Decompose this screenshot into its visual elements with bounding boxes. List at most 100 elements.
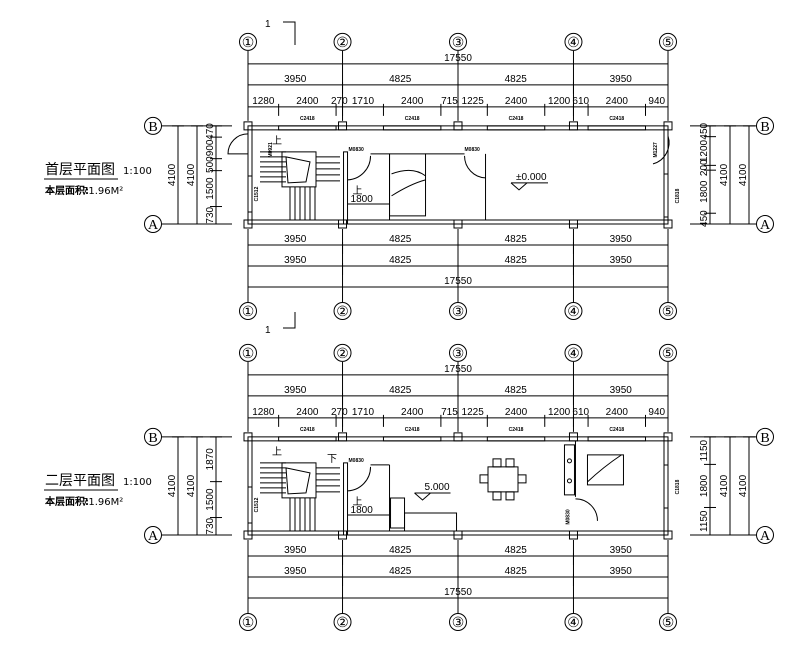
bed-sheet xyxy=(587,454,622,483)
axis-bubble-label: ④ xyxy=(567,347,580,362)
door-swing xyxy=(347,155,372,181)
dimension-label: 17550 xyxy=(444,276,472,287)
door-label: M0830 xyxy=(565,509,571,525)
axis-bubble-label: ⑤ xyxy=(662,305,675,320)
door-label: M0921 xyxy=(268,142,274,158)
column xyxy=(663,219,673,229)
dimension-label: 715 xyxy=(441,407,458,418)
dimension-label: 4825 xyxy=(389,545,412,556)
axis-bubble-label: ④ xyxy=(567,305,580,320)
elevation-marker xyxy=(510,182,528,191)
dimension-label: 1225 xyxy=(462,407,485,418)
dimension-label: 270 xyxy=(331,407,348,418)
dimension-label: 3950 xyxy=(284,234,307,245)
axis-bubble-circle xyxy=(659,302,677,320)
axis-bubble-circle xyxy=(333,302,352,320)
dimension-label: 3950 xyxy=(610,566,633,577)
dimension-label: 1200 xyxy=(699,139,710,162)
axis-bubble-label: ⑤ xyxy=(662,347,675,362)
window-label: C2418 xyxy=(300,427,315,433)
column xyxy=(243,219,253,229)
axis-bubble-circle xyxy=(659,32,677,51)
window-left xyxy=(247,486,253,524)
section-mark-line xyxy=(283,312,296,329)
dimension-label: 3950 xyxy=(610,234,633,245)
window-right xyxy=(663,464,669,509)
elevation-label: ±0.000 xyxy=(516,172,547,183)
dining-chair xyxy=(517,474,527,484)
dimension-label: 1710 xyxy=(352,407,375,418)
dimension-label: 1710 xyxy=(352,96,375,107)
window-label: C2418 xyxy=(405,427,420,433)
dimension-label: 2400 xyxy=(505,407,528,418)
dimension-label: 610 xyxy=(572,96,589,107)
dimension-label: 940 xyxy=(648,407,665,418)
sofa xyxy=(404,512,458,532)
window-label: C2418 xyxy=(609,427,624,433)
plan-scale: 1:100 xyxy=(123,166,152,177)
window-label: C1818 xyxy=(675,188,681,203)
axis-bubble-circle xyxy=(239,302,257,320)
stair-up-label: 上 xyxy=(272,135,282,147)
axis-bubble-label: ④ xyxy=(567,36,580,51)
dining-chair xyxy=(492,491,502,501)
dimension-label: 4825 xyxy=(505,255,528,266)
dimension-label: 715 xyxy=(441,96,458,107)
dining-chair xyxy=(505,458,515,468)
axis-bubble-circle xyxy=(144,427,162,446)
dimension-label: 4825 xyxy=(505,385,528,396)
dimension-label: 500 xyxy=(205,156,216,173)
axis-bubble-circle xyxy=(564,32,583,51)
dimension-label: 2400 xyxy=(296,407,319,418)
elevation-label: 5.000 xyxy=(425,482,450,493)
door-label: M0830 xyxy=(349,458,365,464)
axis-bubble-circle xyxy=(756,526,774,544)
axis-bubble-label: ② xyxy=(336,305,349,320)
axis-bubble-label: A xyxy=(760,529,771,544)
column xyxy=(338,121,348,131)
dimension-label: 4100 xyxy=(719,474,730,497)
window-label: C1818 xyxy=(675,479,681,494)
window-label: C1512 xyxy=(254,497,260,512)
dimension-label: 17550 xyxy=(444,53,472,64)
window xyxy=(278,125,337,131)
exterior-wall-outer xyxy=(247,125,669,225)
window-label: C2418 xyxy=(509,427,524,433)
axis-bubble-circle xyxy=(144,526,162,544)
section-mark-label: 1 xyxy=(265,325,271,336)
column xyxy=(568,530,578,540)
width-label: 1800 xyxy=(351,505,374,516)
width-label: 1800 xyxy=(351,194,374,205)
plan-title: 首层平面图 xyxy=(45,162,115,178)
dimension-label: 17550 xyxy=(444,587,472,598)
stair-down-label: 下 xyxy=(327,454,337,465)
bed-sheet xyxy=(391,169,426,197)
axis-bubble-circle xyxy=(756,215,774,233)
dimension-label: 4825 xyxy=(505,545,528,556)
stair-up-label: 上 xyxy=(272,446,282,458)
dimension-label: 4100 xyxy=(738,163,749,186)
window-label: C1512 xyxy=(254,186,260,201)
axis-bubble-label: ⑤ xyxy=(662,36,675,51)
dimension-label: 4825 xyxy=(389,255,412,266)
window xyxy=(587,436,647,442)
axis-bubble-circle xyxy=(449,302,467,320)
axis-bubble-label: ③ xyxy=(452,305,465,320)
dimension-label: 3950 xyxy=(284,545,307,556)
dimension-label: 1200 xyxy=(548,407,571,418)
dimension-label: 3950 xyxy=(284,255,307,266)
bed xyxy=(586,454,624,486)
axis-bubble-circle xyxy=(333,343,352,362)
door-label: M0830 xyxy=(349,147,365,153)
window-label: C2418 xyxy=(300,116,315,122)
window xyxy=(382,436,442,442)
sofa-chair xyxy=(390,497,406,529)
section-mark-label: 1 xyxy=(265,19,271,30)
dimension-label: 1280 xyxy=(252,96,275,107)
window xyxy=(486,436,546,442)
dining-chair xyxy=(492,458,502,468)
plan-scale: 1:100 xyxy=(123,477,152,488)
dimension-label: 1200 xyxy=(548,96,571,107)
dimension-label: 3950 xyxy=(610,255,633,266)
kitchen-counter xyxy=(563,444,575,496)
